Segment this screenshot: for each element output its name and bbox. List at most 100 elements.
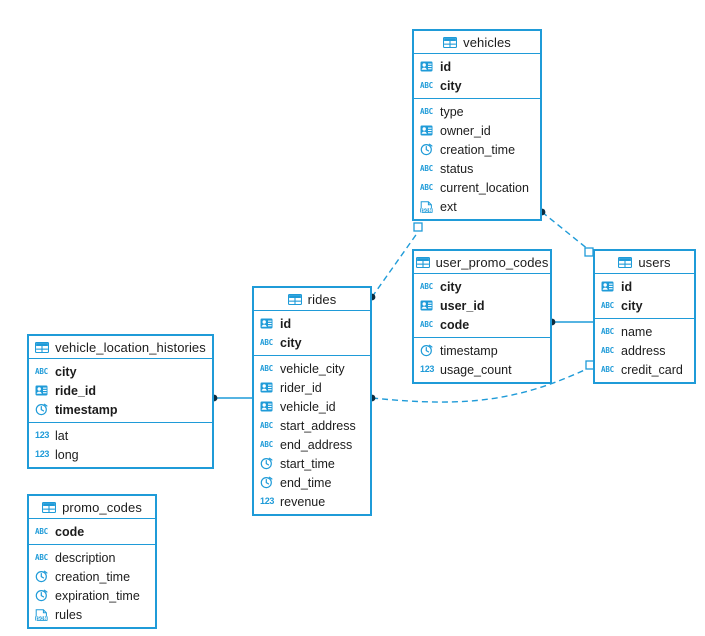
relationship-vehicle-location-histories-rides[interactable] (210, 394, 252, 402)
field-label: city (440, 279, 462, 294)
abc-icon: ABC (35, 526, 48, 536)
json-icon: JSON (35, 608, 50, 621)
id-card-icon (420, 124, 435, 137)
relationship-endpoint-square (413, 222, 423, 232)
abc-icon: ABC (420, 182, 433, 192)
table-header-promo_codes[interactable]: promo_codes (29, 496, 155, 519)
primary-key-row-id[interactable]: id (254, 314, 370, 333)
id-card-icon (420, 60, 435, 73)
table-header-vehicle_location_histories[interactable]: vehicle_location_histories (29, 336, 212, 359)
field-row-end_address[interactable]: ABC end_address (254, 435, 370, 454)
table-header-rides[interactable]: rides (254, 288, 370, 311)
field-label: revenue (280, 494, 326, 509)
clock-icon (260, 457, 275, 470)
field-label: id (440, 59, 452, 74)
table-icon (42, 501, 57, 514)
table-header-users[interactable]: users (595, 251, 694, 274)
field-label: creation_time (55, 569, 131, 584)
id-card-icon (601, 280, 616, 293)
id-card-icon (260, 381, 275, 394)
field-row-owner_id[interactable]: owner_id (414, 121, 540, 140)
123-icon: 123 (420, 364, 435, 374)
table-header-user_promo_codes[interactable]: user_promo_codes (414, 251, 550, 274)
field-label: credit_card (621, 362, 683, 377)
field-label: timestamp (440, 343, 498, 358)
primary-key-row-id[interactable]: id (414, 57, 540, 76)
field-label: user_id (440, 298, 485, 313)
field-label: end_address (280, 437, 353, 452)
primary-key-row-id[interactable]: id (595, 277, 694, 296)
field-row-rules[interactable]: JSON rules (29, 605, 155, 624)
field-row-expiration_time[interactable]: expiration_time (29, 586, 155, 605)
abc-icon: ABC (35, 552, 48, 562)
primary-key-row-timestamp[interactable]: timestamp (29, 400, 212, 419)
field-label: city (621, 298, 643, 313)
field-row-rider_id[interactable]: rider_id (254, 378, 370, 397)
table-icon (415, 256, 430, 269)
svg-text:JSON: JSON (420, 207, 433, 212)
clock-icon (35, 403, 50, 416)
abc-icon: ABC (601, 364, 614, 374)
clock-icon (35, 570, 50, 583)
primary-key-row-ride_id[interactable]: ride_id (29, 381, 212, 400)
primary-key-row-user_id[interactable]: user_id (414, 296, 550, 315)
relationship-user-promo-codes-users[interactable] (548, 318, 593, 326)
abc-icon: ABC (260, 439, 273, 449)
clock-icon (420, 344, 435, 357)
abc-icon: ABC (420, 319, 433, 329)
field-label: start_time (280, 456, 335, 471)
field-row-creation_time[interactable]: creation_time (29, 567, 155, 586)
field-row-creation_time[interactable]: creation_time (414, 140, 540, 159)
field-label: rules (55, 607, 83, 622)
field-row-timestamp[interactable]: timestamp (414, 341, 550, 360)
field-row-start_time[interactable]: start_time (254, 454, 370, 473)
field-row-vehicle_id[interactable]: vehicle_id (254, 397, 370, 416)
field-row-end_time[interactable]: end_time (254, 473, 370, 492)
field-label: expiration_time (55, 588, 140, 603)
field-row-credit_card[interactable]: ABC credit_card (595, 360, 694, 379)
field-label: type (440, 104, 464, 119)
abc-icon: ABC (260, 420, 273, 430)
field-label: vehicle_id (280, 399, 336, 414)
abc-icon: ABC (260, 363, 273, 373)
table-header-vehicles[interactable]: vehicles (414, 31, 540, 54)
field-label: name (621, 324, 653, 339)
field-label: long (55, 447, 79, 462)
table-icon (35, 341, 50, 354)
id-card-icon (420, 299, 435, 312)
abc-icon: ABC (260, 337, 273, 347)
